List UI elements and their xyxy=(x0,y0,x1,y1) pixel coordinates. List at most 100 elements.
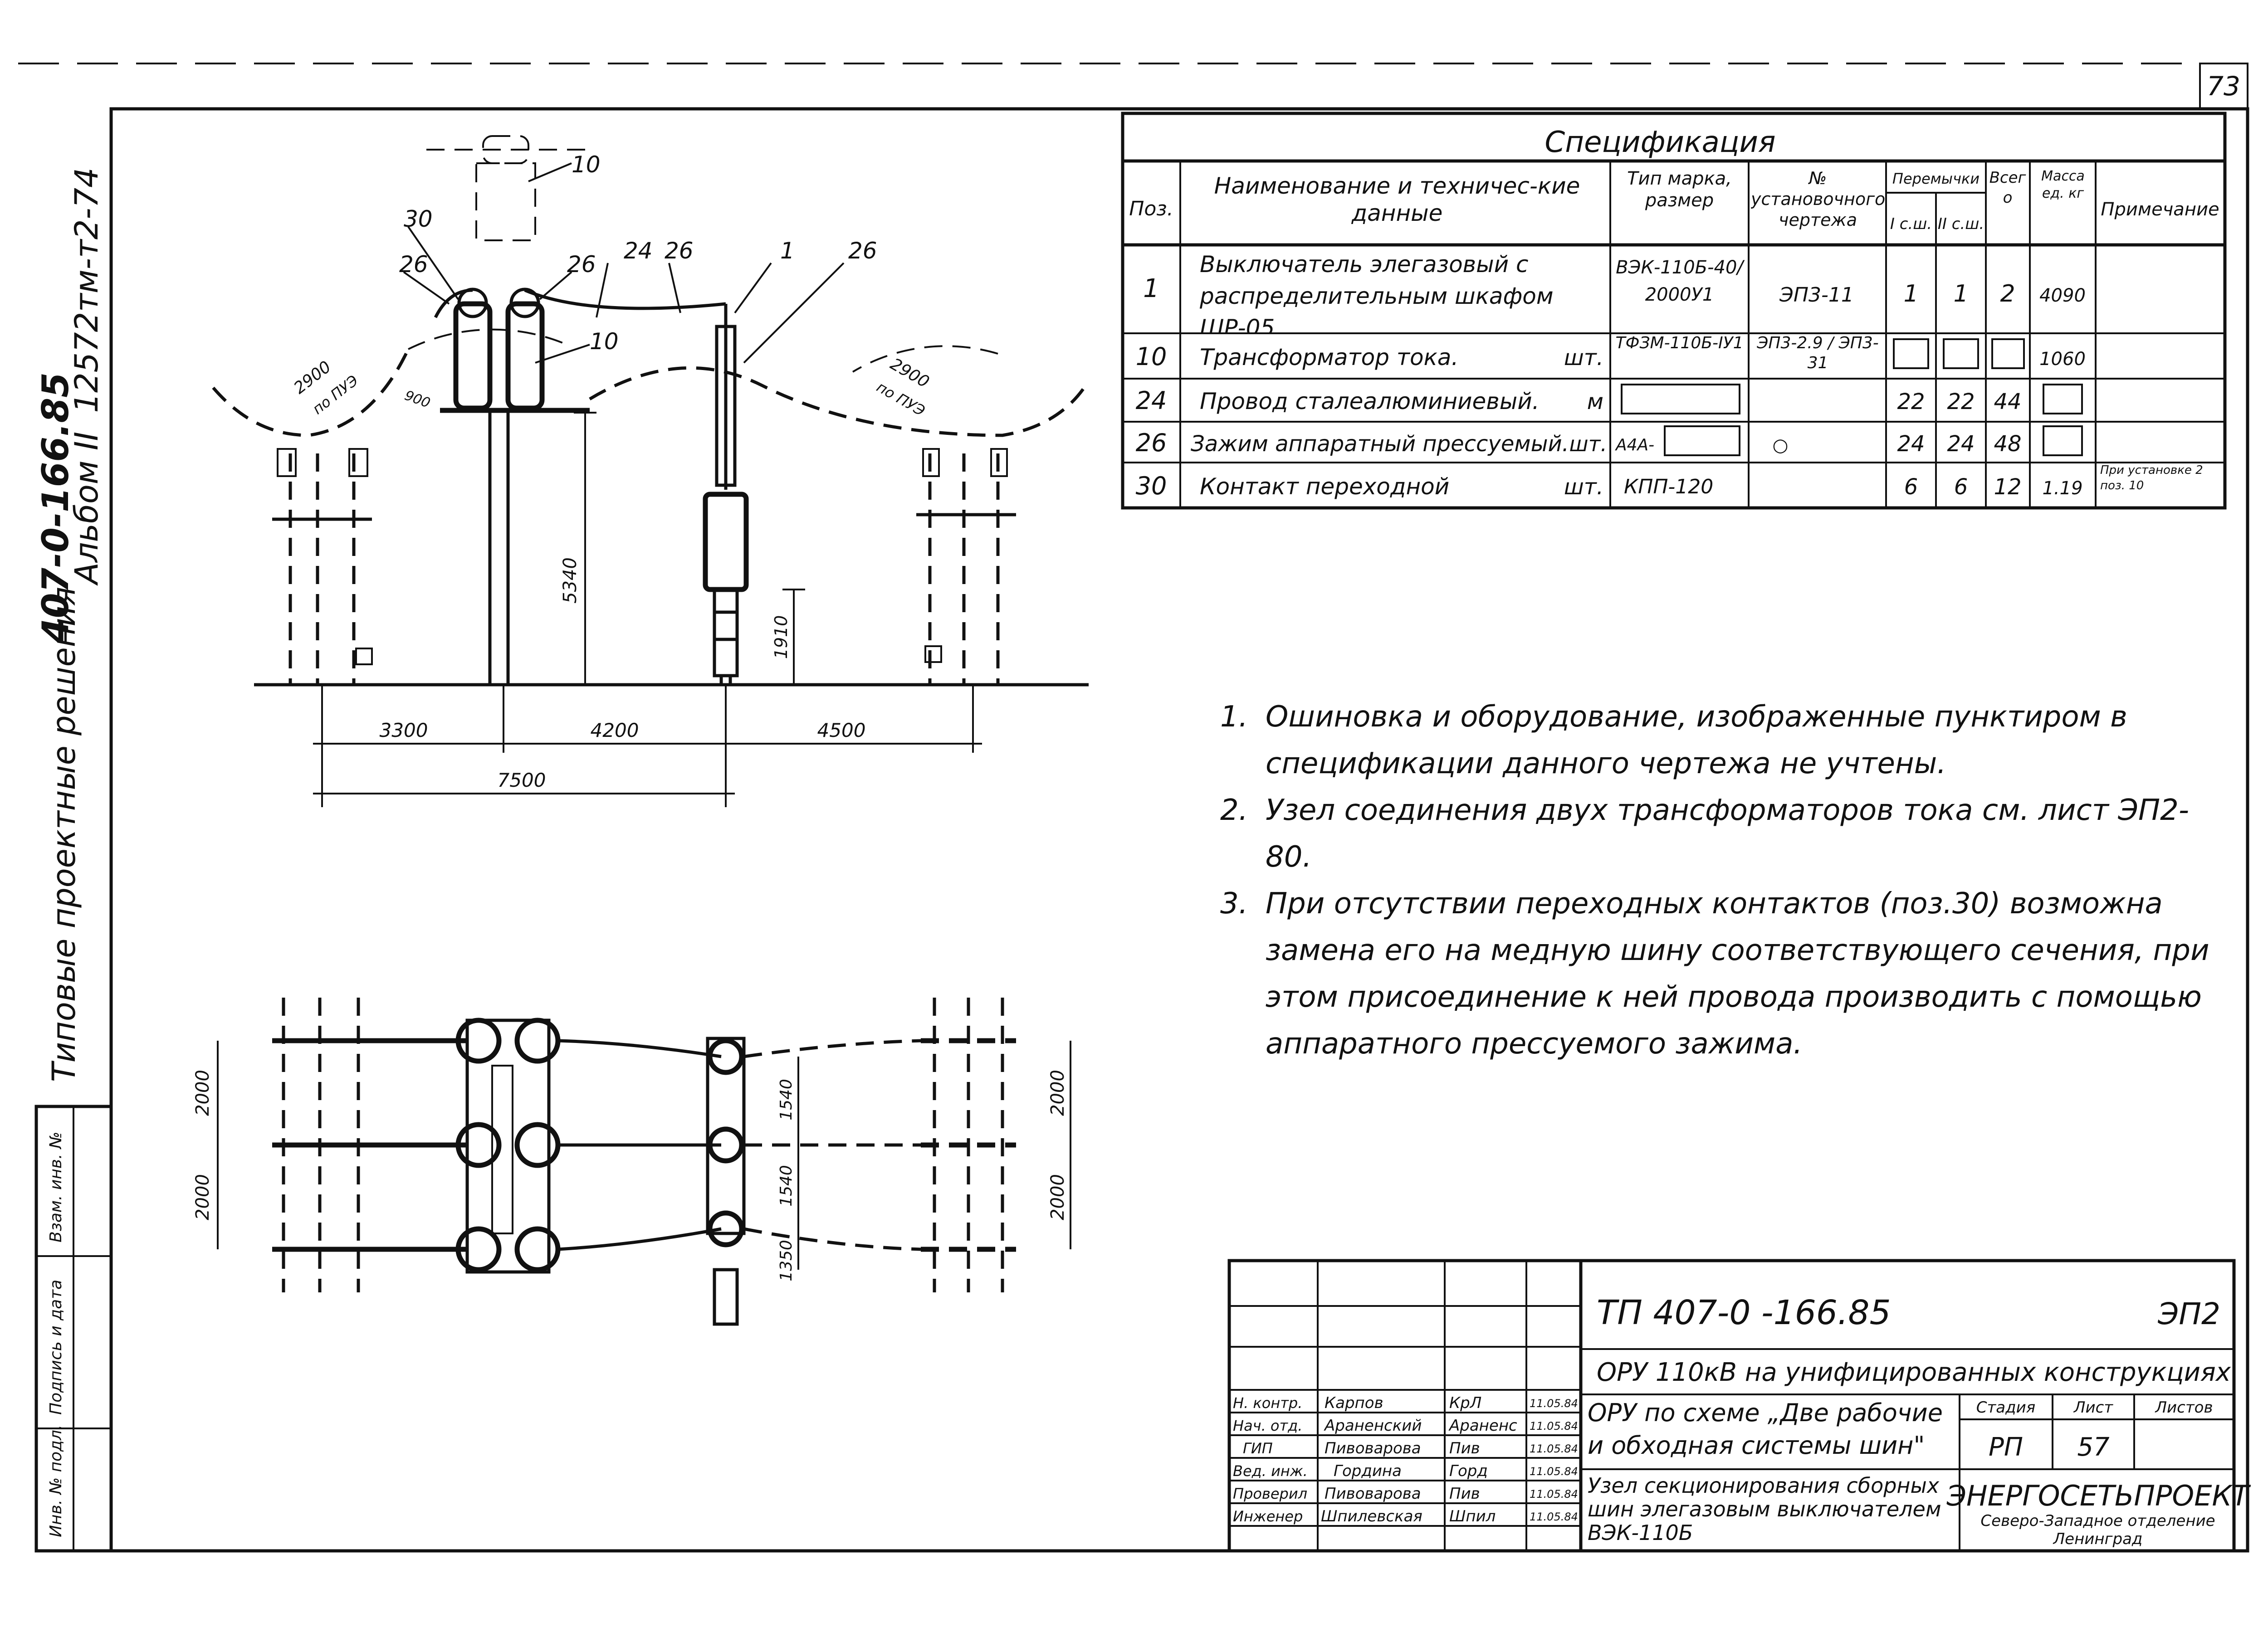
row26-b: 24 xyxy=(1947,431,1975,457)
sheet-number: 73 xyxy=(2207,71,2240,102)
staff-name: Карпов xyxy=(1325,1394,1383,1412)
staff-sign: Пив xyxy=(1449,1439,1480,1457)
row30-b: 6 xyxy=(1954,474,1968,500)
side-album: Альбом II xyxy=(68,432,105,586)
row30-pos: 30 xyxy=(1136,472,1167,500)
row26-type: А4А- xyxy=(1615,436,1654,454)
staff-row: Вед. инж. Гордина Горд 11.05.84 xyxy=(1233,1462,1578,1480)
staff-row: ГИП Пивоварова Пив 11.05.84 xyxy=(1243,1439,1578,1457)
row26-total: 48 xyxy=(1994,431,2021,457)
row1-drawing: ЭП3-11 xyxy=(1779,283,1854,307)
note-number: 2. xyxy=(1220,794,1248,827)
staff-date: 11.05.84 xyxy=(1530,1442,1578,1455)
row24-a: 22 xyxy=(1897,389,1925,414)
row30-name: Контакт переходной xyxy=(1200,473,1449,500)
row26-type-box xyxy=(1664,425,1740,456)
staff-role: ГИП xyxy=(1243,1440,1273,1457)
dim-h1: 5340 xyxy=(560,557,581,604)
callout-30: 30 xyxy=(404,206,433,232)
left-portal xyxy=(272,448,373,685)
dim-d3: 4500 xyxy=(817,719,866,741)
row30-note: При установке 2 поз. 10 xyxy=(2100,463,2203,492)
sheet-frame: 73 xyxy=(18,63,2259,1553)
staff-sign: Пив xyxy=(1449,1485,1480,1503)
hdr-note: Примечание xyxy=(2101,199,2219,220)
row10-b-box xyxy=(1943,338,1979,369)
row10-pos: 10 xyxy=(1136,342,1167,371)
staff-row: Нач. отд. Араненский Араненс 11.05.84 xyxy=(1233,1417,1578,1435)
row1-b: 1 xyxy=(1953,280,1968,307)
row24-name: Провод сталеалюминиевый. xyxy=(1200,388,1540,414)
title-block: ТП 407-0 -166.85 ЭП2 ОРУ 110кВ на унифиц… xyxy=(1227,1259,2251,1553)
stamp-sign-label: Подпись и дата xyxy=(47,1280,65,1415)
org-name: ЭНЕРГОСЕТЬПРОЕКТ xyxy=(1946,1479,2251,1512)
sheets-label: Листов xyxy=(2154,1398,2213,1417)
note-item: 1. Ошиновка и оборудование, изображенные… xyxy=(1220,694,2218,787)
dim-d2: 4200 xyxy=(591,719,639,741)
staff-sign: Шпил xyxy=(1449,1507,1496,1525)
row30-unit: шт. xyxy=(1564,474,1603,500)
staff-role: Нач. отд. xyxy=(1233,1417,1302,1434)
object-name: ОРУ 110кВ на унифицированных конструкция… xyxy=(1597,1358,2231,1387)
dim-h2: 1910 xyxy=(771,615,791,659)
hdr-drawing: № установочного чертежа xyxy=(1751,168,1885,230)
notes-list: 1. Ошиновка и оборудование, изображенные… xyxy=(1220,694,2218,1067)
staff-name: Араненский xyxy=(1324,1417,1422,1435)
callout-1: 1 xyxy=(780,238,795,264)
staff-row: Н. контр. Карпов КрЛ 11.05.84 xyxy=(1233,1394,1578,1412)
dim-r2: 2000 xyxy=(1047,1174,1068,1220)
org-dept: Северо-Западное отделение xyxy=(1980,1512,2215,1530)
row30-type: КПП-120 xyxy=(1624,475,1713,498)
row24-b: 22 xyxy=(1947,389,1975,414)
row10-total-box xyxy=(1991,338,2025,369)
row10-a-box xyxy=(1893,338,1929,369)
side-labels: 12572тм-т2-74 Альбом II 407-0-166.85 Тип… xyxy=(34,167,105,1082)
staff-date: 11.05.84 xyxy=(1530,1510,1578,1523)
stamp-inv-label: Инв. № подл. xyxy=(47,1425,65,1537)
staff-name: Пивоварова xyxy=(1325,1485,1421,1503)
note-item: 2. Узел соединения двух трансформаторов … xyxy=(1220,787,2218,881)
staff-role: Инженер xyxy=(1233,1508,1303,1525)
row30-a: 6 xyxy=(1904,474,1918,500)
staff-date: 11.05.84 xyxy=(1530,1488,1578,1501)
plan-view: 2000 2000 1540 1540 1350 2000 2000 xyxy=(192,998,1071,1326)
row1-mass: 4090 xyxy=(2039,285,2086,306)
hdr-pos: Поз. xyxy=(1129,197,1173,220)
staff-date: 11.05.84 xyxy=(1530,1420,1578,1432)
sheet-code: ЭП2 xyxy=(2157,1296,2220,1331)
staff-role: Н. контр. xyxy=(1233,1394,1302,1412)
note-number: 1. xyxy=(1220,700,1248,734)
staff-date: 11.05.84 xyxy=(1530,1397,1578,1410)
hdr-mass: Масса ед. кг xyxy=(2041,168,2085,201)
left-stamp: Инв. № подл. Подпись и дата Взам. инв. № xyxy=(34,1105,113,1553)
hdr-jumpers: Перемычки xyxy=(1892,170,1980,187)
sheet-value: 57 xyxy=(2077,1432,2110,1462)
callout-10-top: 10 xyxy=(572,151,601,178)
scheme-name: ОРУ по схеме „Две рабочие и обходная сис… xyxy=(1588,1398,1943,1460)
callout-26-a: 26 xyxy=(399,251,428,278)
row10-drawing: ЭП3-2.9 / ЭП3-31 xyxy=(1757,334,1879,372)
callout-26-d: 26 xyxy=(848,238,877,264)
row1-name: Выключатель элегазовый с распределительн… xyxy=(1200,251,1554,332)
callout-26-b: 26 xyxy=(567,251,596,278)
side-code: 12572тм-т2-74 xyxy=(68,167,105,413)
hdr-total: Всего xyxy=(1989,169,2026,207)
row26-a: 24 xyxy=(1897,431,1925,457)
staff-role: Проверил xyxy=(1233,1485,1307,1502)
staff-name: Пивоварова xyxy=(1325,1439,1421,1457)
stage-value: РП xyxy=(1989,1432,2023,1462)
stamp-replace-label: Взам. инв. № xyxy=(47,1132,65,1242)
dim-m3: 1350 xyxy=(777,1240,796,1281)
row24-mass-box xyxy=(2043,384,2083,414)
stage-label: Стадия xyxy=(1976,1398,2035,1417)
row26-pos: 26 xyxy=(1136,429,1167,457)
row26-name: Зажим аппаратный прессуемый. xyxy=(1191,431,1569,457)
row24-total: 44 xyxy=(1994,389,2021,414)
dim-d1: 3300 xyxy=(380,719,428,741)
staff-sign: Араненс xyxy=(1448,1417,1517,1435)
row1-pos: 1 xyxy=(1143,274,1159,303)
callout-26-c: 26 xyxy=(665,238,694,264)
row10-type: ТФЗМ-110Б-IУ1 xyxy=(1615,334,1744,352)
staff-sign: КрЛ xyxy=(1449,1394,1481,1412)
row30-mass: 1.19 xyxy=(2042,478,2082,499)
